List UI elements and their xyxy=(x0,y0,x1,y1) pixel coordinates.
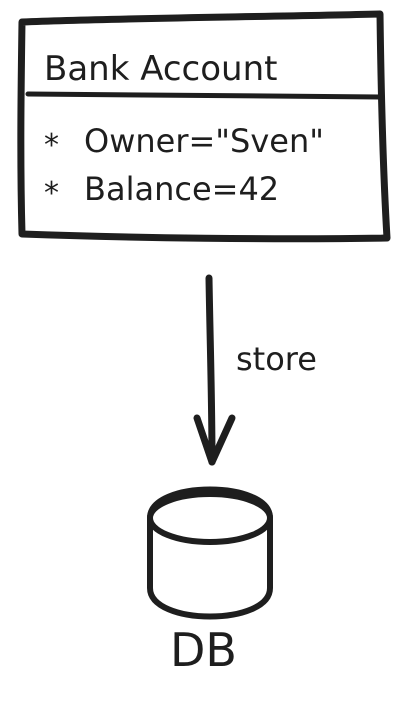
database-label: DB xyxy=(170,623,237,677)
arrow-label: store xyxy=(236,340,317,378)
arrow-shaft xyxy=(205,274,216,466)
attribute-owner: Owner="Sven" xyxy=(84,122,324,160)
store-arrow xyxy=(193,274,236,466)
arrow-head xyxy=(193,414,236,466)
class-title: Bank Account xyxy=(44,49,277,89)
database-icon xyxy=(147,486,273,620)
attribute-bullet: * xyxy=(44,176,59,211)
attribute-balance: Balance=42 xyxy=(84,170,279,208)
class-box-outline xyxy=(17,10,391,243)
class-box-divider xyxy=(25,91,383,100)
attribute-bullet: * xyxy=(44,128,59,163)
class-box xyxy=(17,10,391,243)
